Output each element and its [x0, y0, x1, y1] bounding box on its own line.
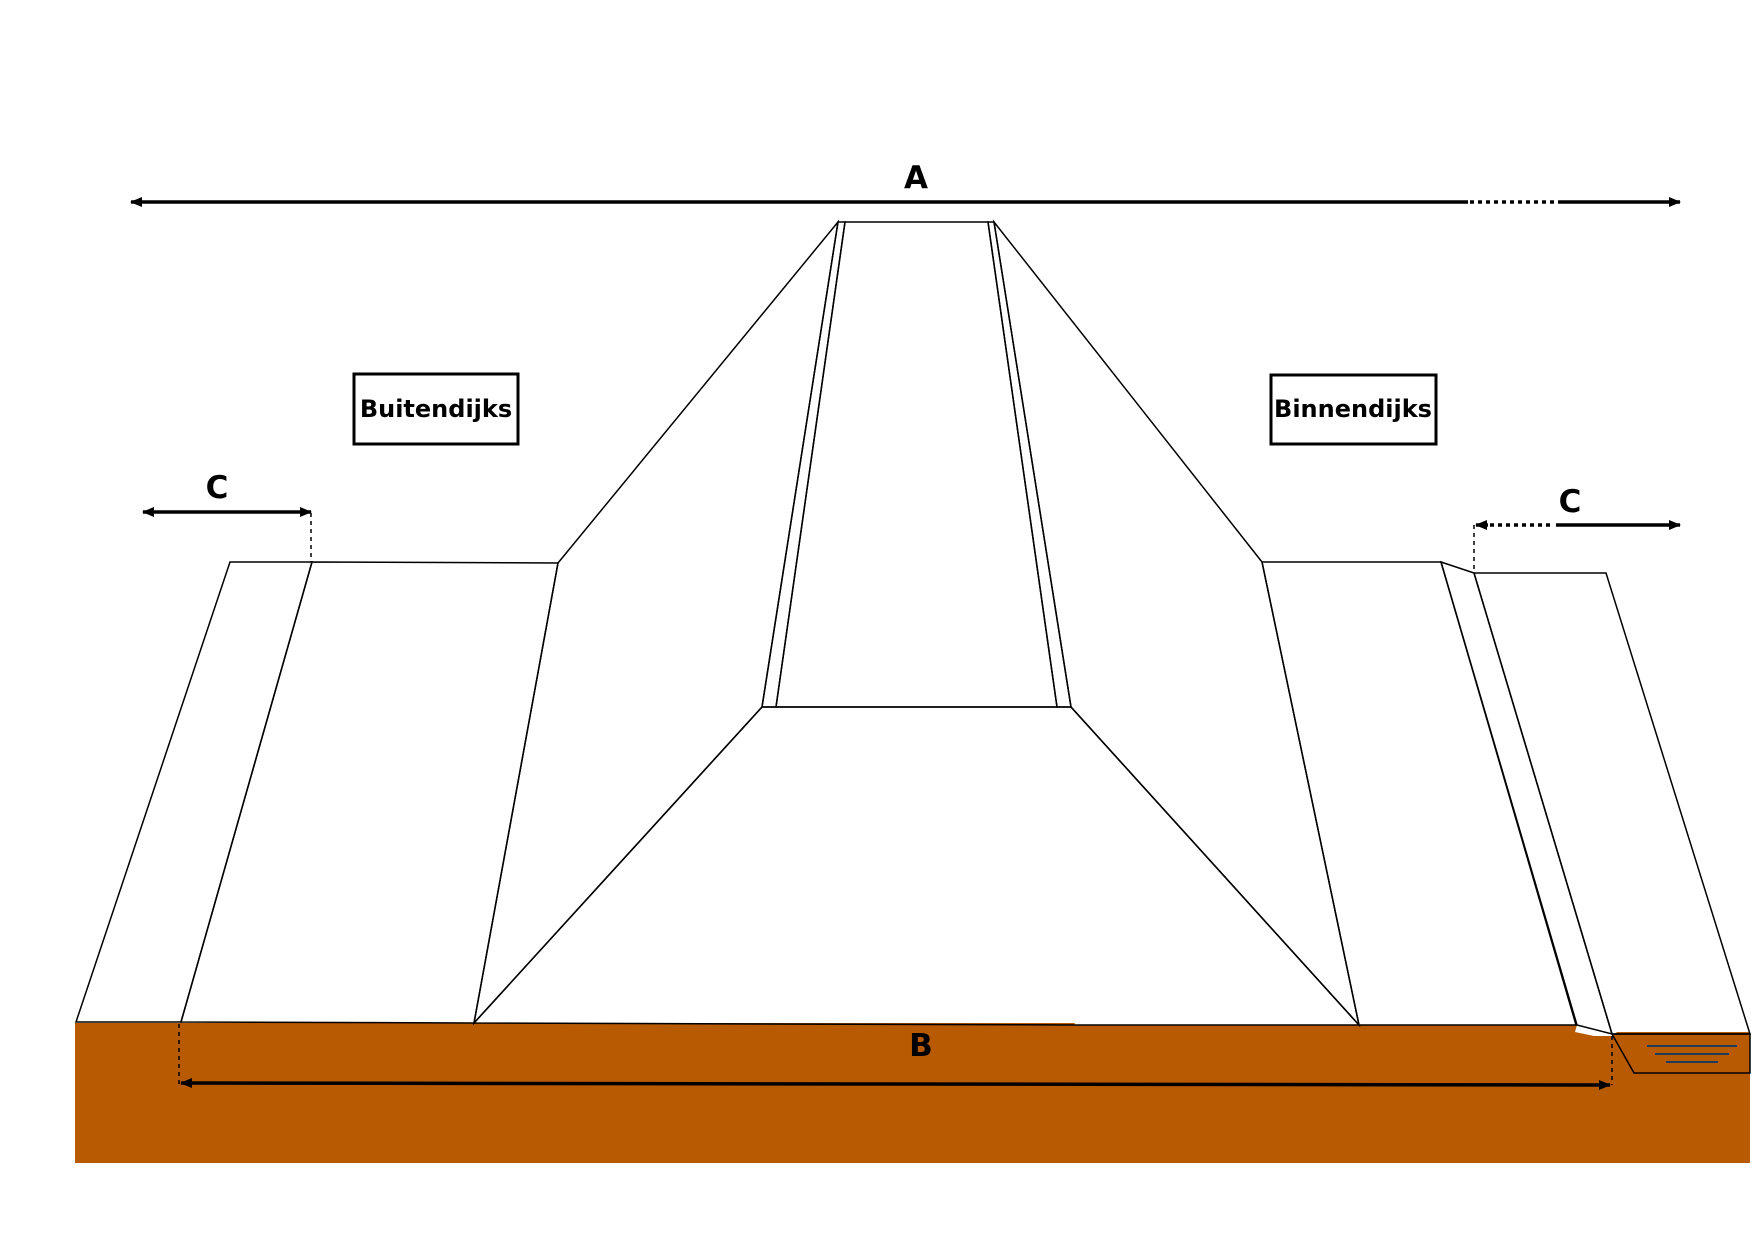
inside-label-box: Binnendijks — [1269, 373, 1438, 446]
outer-berm — [180, 561, 559, 1024]
outer-grass-strip — [74, 561, 313, 1023]
crest-shoulder-right — [987, 221, 1072, 708]
dike-core — [472, 706, 1361, 1026]
outer-slope — [472, 219, 840, 1026]
inner-berm — [1261, 561, 1577, 1026]
ditch-water — [1472, 572, 1752, 1035]
dimension-c-right-label: C — [1559, 484, 1582, 520]
dimension-a-label: A — [904, 160, 928, 196]
dimension-c-right: C — [1473, 484, 1681, 573]
ditch-bank — [1439, 560, 1614, 1036]
dimension-b-arrow — [180, 1078, 1611, 1090]
outside-label-box: Buitendijks — [352, 372, 520, 446]
ground-clay — [75, 1023, 1750, 1163]
water-symbol-icon — [1647, 1045, 1737, 1063]
ditch-water-front — [1610, 1033, 1751, 1074]
dimension-c-left-label: C — [206, 470, 229, 506]
dimension-c-left: C — [142, 470, 312, 562]
inside-label: Binnendijks — [1274, 395, 1432, 423]
dimension-b: B — [178, 1024, 1613, 1090]
dimension-b-label: B — [909, 1028, 933, 1064]
crest-shoulder-left — [761, 221, 846, 708]
outside-label: Buitendijks — [360, 395, 512, 423]
inner-slope — [992, 219, 1361, 1028]
dimension-a: A — [130, 160, 1681, 207]
